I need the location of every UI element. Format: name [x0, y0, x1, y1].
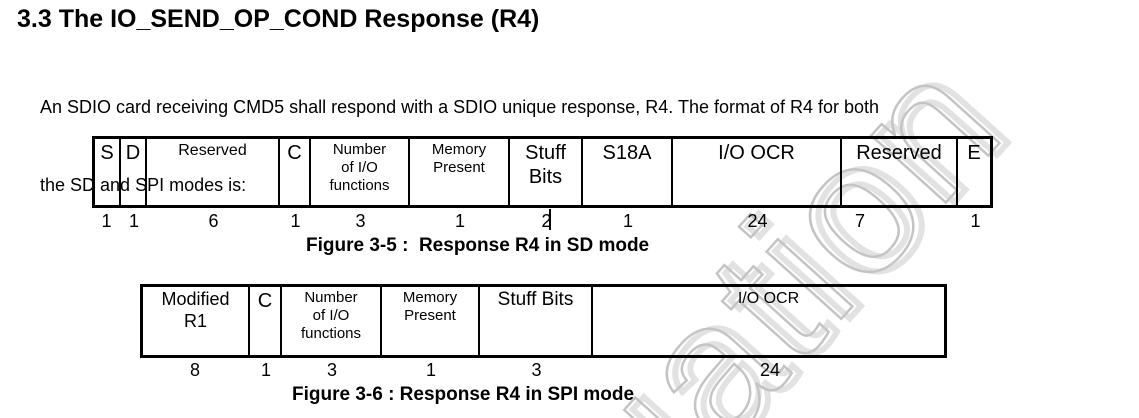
- field-stuff-bits: Stuff Bits: [510, 139, 583, 205]
- bit-count-c: 1: [290, 211, 301, 231]
- bit-count-modified-r1: 8: [189, 360, 200, 380]
- bit-count-i-o-ocr: 24: [759, 360, 781, 380]
- field-stuff-bits: Stuff Bits: [480, 287, 593, 355]
- figure-3-5-caption: Figure 3-5 : Response R4 in SD mode: [306, 235, 650, 256]
- bit-count-s18a: 1: [622, 211, 633, 231]
- bit-count-stuff-bits: 2: [541, 211, 552, 231]
- bit-count-number-of-i-o-functions: 3: [326, 360, 337, 380]
- bit-count-c: 1: [260, 360, 271, 380]
- bit-count-e: 1: [970, 211, 981, 231]
- field-e: E: [967, 142, 981, 164]
- stray-column-tick: [549, 209, 551, 230]
- field-modified-r1: Modified R1: [143, 287, 250, 355]
- field-c: C: [250, 287, 282, 355]
- field-d: D: [121, 139, 147, 205]
- field-reserved: Reserved: [842, 139, 958, 205]
- bit-count-reserved: 6: [208, 211, 219, 231]
- intro-line-1: An SDIO card receiving CMD5 shall respon…: [40, 97, 880, 117]
- bit-count-number-of-i-o-functions: 3: [355, 211, 366, 231]
- bit-count-memory-present: 1: [425, 360, 436, 380]
- field-i-o-ocr: I/O OCR: [673, 139, 842, 205]
- intro-line-2: the SD and SPI modes is:: [40, 175, 247, 195]
- figure-3-6-caption: Figure 3-6 : Response R4 in SPI mode: [292, 384, 635, 405]
- bit-count-d: 1: [128, 211, 139, 231]
- bit-count-memory-present: 1: [454, 211, 465, 231]
- field-number-of-i-o-functions: Number of I/O functions: [311, 139, 410, 205]
- bit-count-i-o-ocr: 24: [747, 211, 768, 231]
- bit-count-reserved: 7: [854, 211, 865, 231]
- field-memory-present: Memory Present: [382, 287, 480, 355]
- bit-count-stuff-bits: 3: [531, 360, 542, 380]
- field-number-of-i-o-functions: Number of I/O functions: [282, 287, 382, 355]
- field-memory-present: Memory Present: [410, 139, 510, 205]
- section-heading: 3.3 The IO_SEND_OP_COND Response (R4): [17, 5, 540, 33]
- field-reserved: Reserved: [147, 139, 280, 205]
- field-c: C: [280, 139, 311, 205]
- field-i-o-ocr: I/O OCR: [737, 290, 800, 307]
- r4-spi-bit-counts-row: 8 1 3 1 3 24: [140, 360, 947, 381]
- bit-count-s: 1: [101, 211, 112, 231]
- field-s18a: S18A: [583, 139, 673, 205]
- intro-paragraph: An SDIO card receiving CMD5 shall respon…: [40, 42, 879, 250]
- field-s: S: [95, 139, 121, 205]
